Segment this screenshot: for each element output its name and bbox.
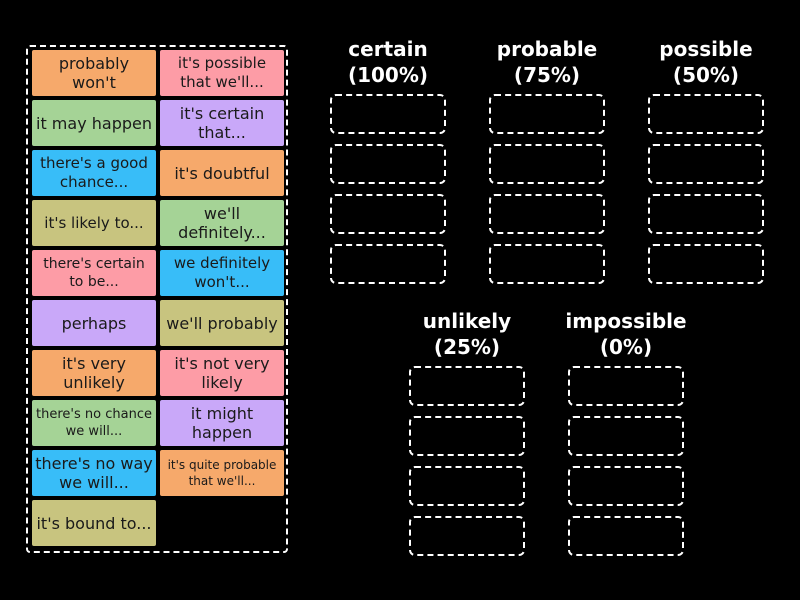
card-pool xyxy=(26,45,288,553)
drop-slot-probable[interactable] xyxy=(489,94,605,134)
word-card[interactable]: it's quite probable that we'll... xyxy=(160,450,284,496)
word-card[interactable]: it might happen xyxy=(160,400,284,446)
drop-slot-impossible[interactable] xyxy=(568,366,684,406)
drop-slot-unlikely[interactable] xyxy=(409,416,525,456)
category-title-possible: possible (50%) xyxy=(636,36,776,88)
drop-slot-possible[interactable] xyxy=(648,94,764,134)
word-card[interactable]: there's a good chance... xyxy=(32,150,156,196)
drop-slot-probable[interactable] xyxy=(489,244,605,284)
word-card[interactable]: it's very unlikely xyxy=(32,350,156,396)
drop-slot-certain[interactable] xyxy=(330,244,446,284)
drop-slot-unlikely[interactable] xyxy=(409,366,525,406)
drop-slot-probable[interactable] xyxy=(489,144,605,184)
word-card[interactable]: it's likely to... xyxy=(32,200,156,246)
word-card[interactable]: there's no way we will... xyxy=(32,450,156,496)
word-card[interactable]: perhaps xyxy=(32,300,156,346)
category-title-certain: certain (100%) xyxy=(318,36,458,88)
category-percent: (75%) xyxy=(513,63,581,87)
drop-slot-unlikely[interactable] xyxy=(409,516,525,556)
word-card[interactable]: there's certain to be... xyxy=(32,250,156,296)
word-card[interactable]: we definitely won't... xyxy=(160,250,284,296)
category-name: possible xyxy=(659,37,753,61)
category-percent: (100%) xyxy=(347,63,429,87)
category-title-impossible: impossible (0%) xyxy=(556,308,696,360)
category-percent: (50%) xyxy=(672,63,740,87)
drop-slot-probable[interactable] xyxy=(489,194,605,234)
word-card[interactable]: we'll probably xyxy=(160,300,284,346)
category-percent: (0%) xyxy=(599,335,653,359)
category-name: probable xyxy=(496,37,598,61)
word-card[interactable]: probably won't xyxy=(32,50,156,96)
drop-slot-impossible[interactable] xyxy=(568,416,684,456)
drop-slot-impossible[interactable] xyxy=(568,516,684,556)
drop-slot-possible[interactable] xyxy=(648,144,764,184)
drop-slot-possible[interactable] xyxy=(648,194,764,234)
word-card[interactable]: it's possible that we'll... xyxy=(160,50,284,96)
drop-slot-certain[interactable] xyxy=(330,194,446,234)
word-card[interactable]: it's not very likely xyxy=(160,350,284,396)
drop-slot-unlikely[interactable] xyxy=(409,466,525,506)
drop-slot-certain[interactable] xyxy=(330,144,446,184)
category-name: impossible xyxy=(565,309,687,333)
drop-slot-impossible[interactable] xyxy=(568,466,684,506)
category-name: unlikely xyxy=(422,309,512,333)
word-card[interactable]: it's doubtful xyxy=(160,150,284,196)
word-card[interactable]: we'll definitely... xyxy=(160,200,284,246)
word-card[interactable]: it's bound to... xyxy=(32,500,156,546)
category-title-probable: probable (75%) xyxy=(477,36,617,88)
category-name: certain xyxy=(348,37,428,61)
word-card[interactable]: it's certain that... xyxy=(160,100,284,146)
word-card[interactable]: there's no chance we will... xyxy=(32,400,156,446)
category-title-unlikely: unlikely (25%) xyxy=(397,308,537,360)
category-percent: (25%) xyxy=(433,335,501,359)
word-card[interactable]: it may happen xyxy=(32,100,156,146)
drop-slot-certain[interactable] xyxy=(330,94,446,134)
drop-slot-possible[interactable] xyxy=(648,244,764,284)
